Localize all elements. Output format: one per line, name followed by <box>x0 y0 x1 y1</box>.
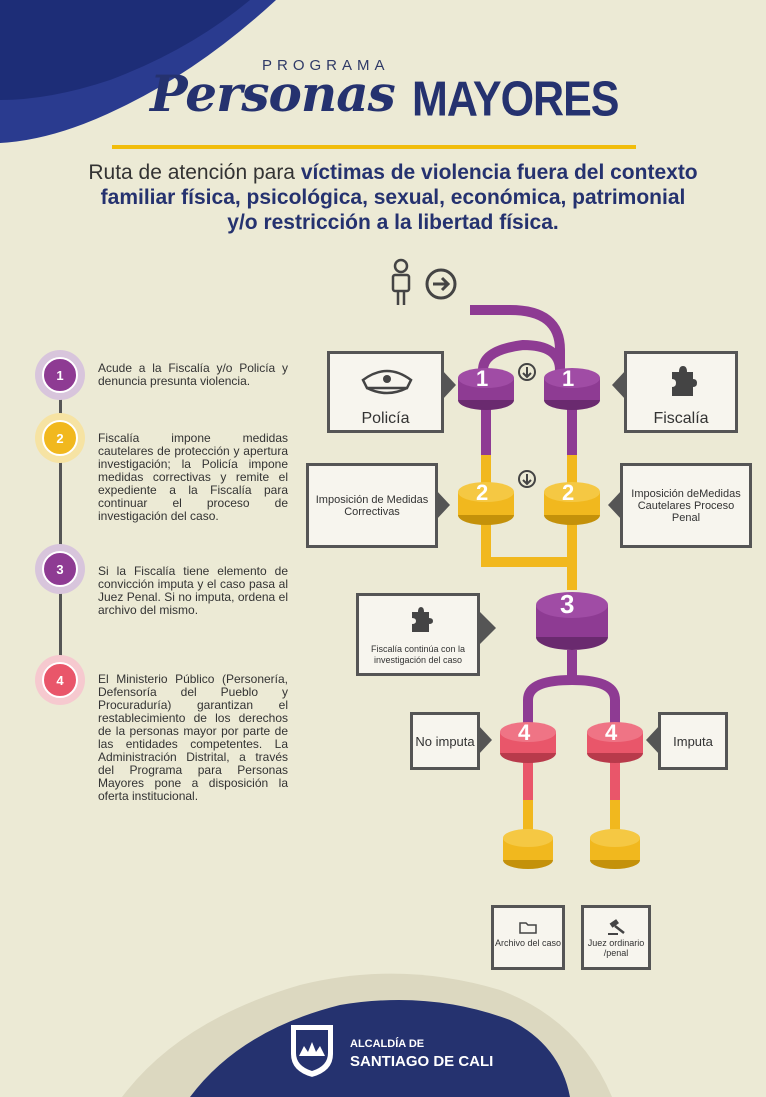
arrow-right-circle-icon <box>425 268 457 300</box>
pointer-imputa <box>646 725 660 755</box>
cautelares-box: Imposición deMedidas Cautelares Proceso … <box>620 463 752 548</box>
folder-icon <box>519 922 537 934</box>
cylinder-label-2-right: 2 <box>562 480 575 505</box>
pointer-cautelares <box>608 490 622 520</box>
fiscalia-box: Fiscalía <box>624 351 738 433</box>
correctivas-box: Imposición de Medidas Correctivas <box>306 463 438 548</box>
step-marker-2: 2 <box>35 413 85 463</box>
step-number-3: 3 <box>42 551 78 587</box>
archivo-box: Archivo del caso <box>491 905 565 970</box>
step-text-1: Acude a la Fiscalía y/o Policía y denunc… <box>98 361 288 388</box>
down-arrow-circle-icon <box>518 470 536 488</box>
timeline-line <box>59 395 62 685</box>
headline-intro: Ruta de atención para <box>88 161 301 184</box>
footer-logo-text: ALCALDÍA DE SANTIAGO DE CALI <box>350 1035 493 1071</box>
imputa-box: Imputa <box>658 712 728 770</box>
split-connector <box>478 339 565 371</box>
step-number-2: 2 <box>42 420 78 456</box>
step-marker-3: 3 <box>35 544 85 594</box>
continua-box: Fiscalía continúa con la investigación d… <box>356 593 480 676</box>
brand-caps: MAYORES <box>412 72 619 128</box>
split-3-4 <box>523 674 620 725</box>
footer-line1: ALCALDÍA DE <box>350 1038 425 1050</box>
cylinder-2-left <box>458 482 514 525</box>
cylinder-1-right <box>544 368 600 410</box>
cylinder-4-right <box>587 722 643 763</box>
juez-label: Juez ordinario /penal <box>587 938 645 958</box>
cylinder-label-4-right: 4 <box>605 720 618 745</box>
step-text-4: El Ministerio Público (Personería, Defen… <box>98 672 288 803</box>
pointer-continua <box>478 610 496 646</box>
cylinder-5-right <box>590 829 640 869</box>
brand-script: Personas <box>150 64 396 123</box>
cylinder-2-right <box>544 482 600 525</box>
step-text-2: Fiscalía impone medidas cautelares de pr… <box>98 431 288 523</box>
archivo-label: Archivo del caso <box>494 938 562 948</box>
cylinder-label-2-left: 2 <box>476 480 489 505</box>
gavel-icon <box>608 919 625 935</box>
footer-line2: SANTIAGO DE CALI <box>350 1053 494 1070</box>
step-number-1: 1 <box>42 357 78 393</box>
cylinder-1-left <box>458 368 514 410</box>
person-icon <box>391 258 411 305</box>
step-number-4: 4 <box>42 662 78 698</box>
pointer-fiscalia <box>612 370 626 400</box>
fiscalia-label: Fiscalía <box>653 410 709 427</box>
headline-line2: familiar física, psicológica, sexual, ec… <box>100 186 686 209</box>
title-underline <box>112 145 636 149</box>
headline-line3: y/o restricción a la libertad física. <box>227 211 559 234</box>
cylinder-label-1-left: 1 <box>476 366 489 391</box>
cylinder-label-1-right: 1 <box>562 366 575 391</box>
policia-box: Policía <box>327 351 444 433</box>
cylinder-5-left <box>503 829 553 869</box>
continua-label: Fiscalía continúa con la investigación d… <box>370 644 466 665</box>
cylinder-4-left <box>500 722 556 763</box>
headline-line1: víctimas de violencia fuera del contexto <box>300 161 698 184</box>
step-text-3: Si la Fiscalía tiene elemento de convicc… <box>98 564 288 617</box>
top-corner-shade <box>0 0 250 100</box>
headline: Ruta de atención para víctimas de violen… <box>48 160 738 235</box>
puzzle-icon <box>412 607 433 632</box>
cylinder-3 <box>536 592 608 650</box>
no-imputa-box: No imputa <box>410 712 480 770</box>
pointer-correctivas <box>436 490 450 520</box>
program-pretitle: PROGRAMA <box>262 57 390 74</box>
merge-connector <box>481 520 577 567</box>
policia-label: Policía <box>361 410 410 427</box>
cylinder-label-4-left: 4 <box>518 720 531 745</box>
puzzle-icon <box>672 366 697 396</box>
top-connector <box>470 305 565 370</box>
police-cap-icon <box>361 369 413 395</box>
step-marker-4: 4 <box>35 655 85 705</box>
cylinder-label-3: 3 <box>560 589 575 619</box>
bottom-arc <box>190 1000 570 1097</box>
city-shield-icon <box>289 1023 335 1080</box>
pointer-policia <box>442 370 456 400</box>
pointer-no-imputa <box>478 725 492 755</box>
down-arrow-circle-icon <box>518 363 536 381</box>
juez-box: Juez ordinario /penal <box>581 905 651 970</box>
step-marker-1: 1 <box>35 350 85 400</box>
